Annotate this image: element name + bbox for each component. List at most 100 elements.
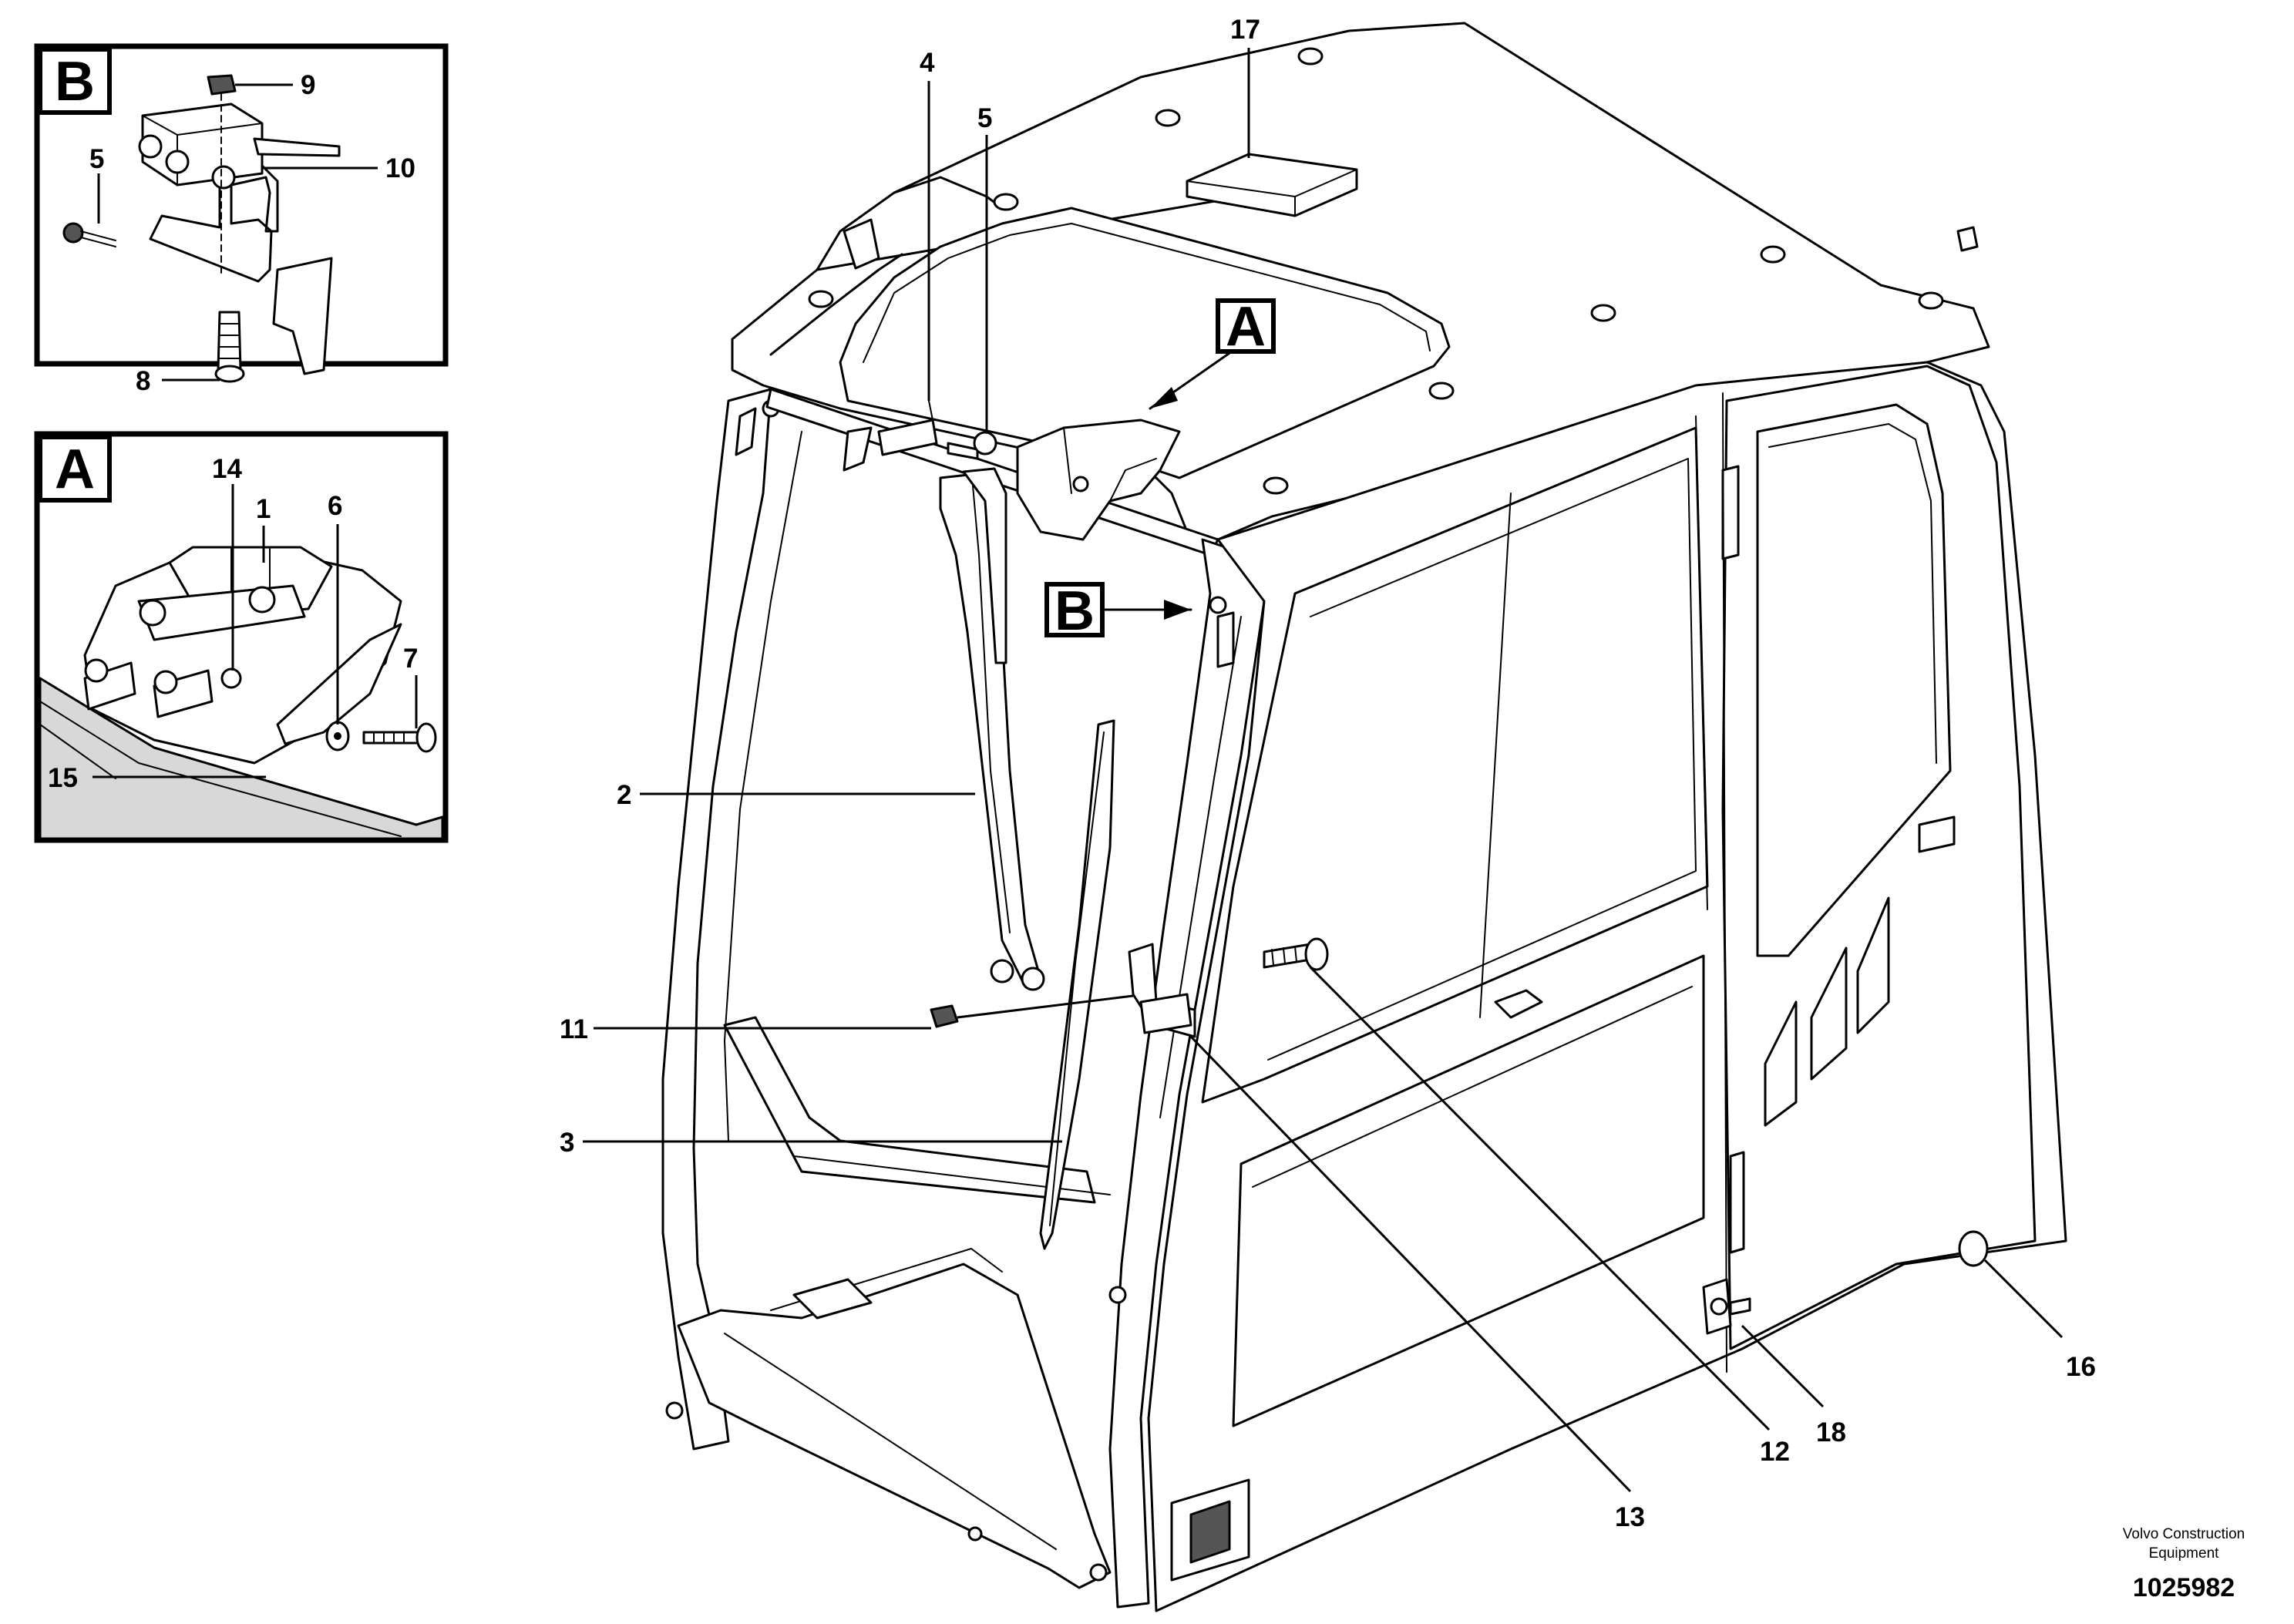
cab-front-sill [677,1263,1112,1589]
company-line-2: Equipment [2149,1545,2220,1562]
side-latch [1494,989,1543,1019]
side-lower-panel-edge [1252,986,1693,1188]
callout-3: 3 [560,1128,574,1158]
callout-2: 2 [617,780,631,810]
drawing-number: 1025982 [2133,1573,2235,1602]
inset-b-screw-5-thread [80,230,116,247]
inset-a-rail [39,677,444,840]
cab-left-pillar-inner [724,431,802,1142]
bolt-12-thread [1271,946,1297,966]
side-lower-panel [1232,954,1705,1427]
inset-b-screw-5-head [62,222,84,244]
plug-16 [1958,1230,1989,1267]
nut-11 [930,1004,959,1028]
inset-a-pivot-1 [139,599,166,627]
inset-a-cover [276,623,402,745]
callout-11: 11 [560,1014,588,1044]
leader-16 [1983,1259,2064,1339]
roof-bolts [808,47,1944,495]
inset-b-switch-knob-1 [138,134,163,159]
wiper-blade-3 [1039,719,1115,1250]
inset-a-letter-box [38,435,112,503]
right-pillar-tab [1216,611,1235,668]
wiper-motor-bolt [1072,476,1089,493]
inset-b-letter: B [55,51,95,113]
leader-11-ext [957,994,1134,1019]
left-pillar-tab [735,407,757,456]
callout-10: 10 [385,153,415,183]
inset-b-bolt-8-thread [219,323,240,359]
inset-a-bolt-7-thread [373,731,405,744]
view-b-arrowhead [1164,600,1191,620]
door-stop-18-pin [1710,1297,1728,1316]
inset-a-shaft-right-cap [153,670,178,694]
screw-5-main-shank [947,442,979,460]
inset-b-bracket-foot [272,257,333,375]
inset-a-nut-14 [220,667,242,689]
roof-vent-edges [1186,169,1357,217]
sill-bolts [665,1286,1127,1582]
bracket-4-ear [928,400,933,421]
wiper-motor-edges [1063,427,1157,502]
footer: Volvo Construction Equipment 1025982 [2123,1526,2245,1602]
side-window-divider [1479,493,1512,1018]
view-a-arrowhead [1150,387,1178,409]
callout-5-inset: 5 [89,144,104,174]
roof-handle [843,218,880,270]
side-window-front-inner [1267,458,1697,1061]
inset-a: A 14 1 6 7 15 [34,431,449,843]
wiper-arm-pivot-2 [1021,967,1045,991]
wiper-blade-3-edge [1049,731,1105,1226]
lower-grip-handle [1189,1500,1231,1564]
callout-14: 14 [212,454,242,484]
door-hinge-lower [1729,1151,1745,1254]
inset-b-bolt-8-head [214,365,245,383]
door-handle [1918,815,1956,853]
door-window-inner [1768,423,1937,764]
screw-5-main-head [973,431,997,456]
door-frame-line [1695,392,1727,1373]
wiper-arm-2-edge [972,485,1011,933]
door-vents [1764,896,1890,1127]
cab-right-pillar [1108,538,1266,1609]
inset-a-rail-edges [39,701,402,837]
callout-16: 16 [2066,1352,2096,1382]
callout-5-main: 5 [977,103,992,133]
callout-15: 15 [48,763,78,793]
right-pillar-bolt [1209,596,1227,614]
sill-bracket [792,1278,873,1320]
callout-8: 8 [136,366,150,396]
roof-side-stub [1956,226,1979,252]
inset-b: B 9 10 5 8 [34,43,449,396]
cab-right-pillar-inner [1159,616,1242,1118]
inset-b-switch-knob-3 [211,165,236,190]
cab-illustration: A B 4 5 17 2 11 3 12 13 16 18 [560,15,2096,1612]
callout-6: 6 [328,491,342,521]
lower-front-panel [723,1016,1096,1204]
inset-a-pivot-2 [248,586,276,614]
view-b-marker-letter: B [1054,580,1095,642]
inset-b-switch-lever [253,137,341,157]
door-stop-18-tab [1729,1297,1751,1316]
cab-left-pillar [661,388,772,1451]
inset-a-bolt-7-shank [362,731,422,745]
callout-7: 7 [403,644,418,674]
view-a-marker-letter: A [1226,296,1266,358]
company-line-1: Volvo Construction [2123,1526,2245,1542]
inset-b-nut-9 [207,74,237,96]
leader-18 [1741,1324,1825,1408]
bracket-4 [877,419,938,456]
inset-a-letter: A [55,439,95,500]
inset-b-bracket [149,164,279,283]
leader-12 [1309,966,1771,1431]
bolt-12-head [1304,937,1329,971]
roof-window-inner [863,223,1431,363]
leader-13 [1189,1035,1632,1493]
inset-a-shaft-left-cap [84,658,109,683]
callout-1: 1 [256,494,271,524]
inset-b-bolt-8 [217,311,242,372]
door-hinge-upper [1721,465,1740,560]
callout-13: 13 [1615,1502,1645,1532]
callout-18: 18 [1816,1417,1846,1447]
